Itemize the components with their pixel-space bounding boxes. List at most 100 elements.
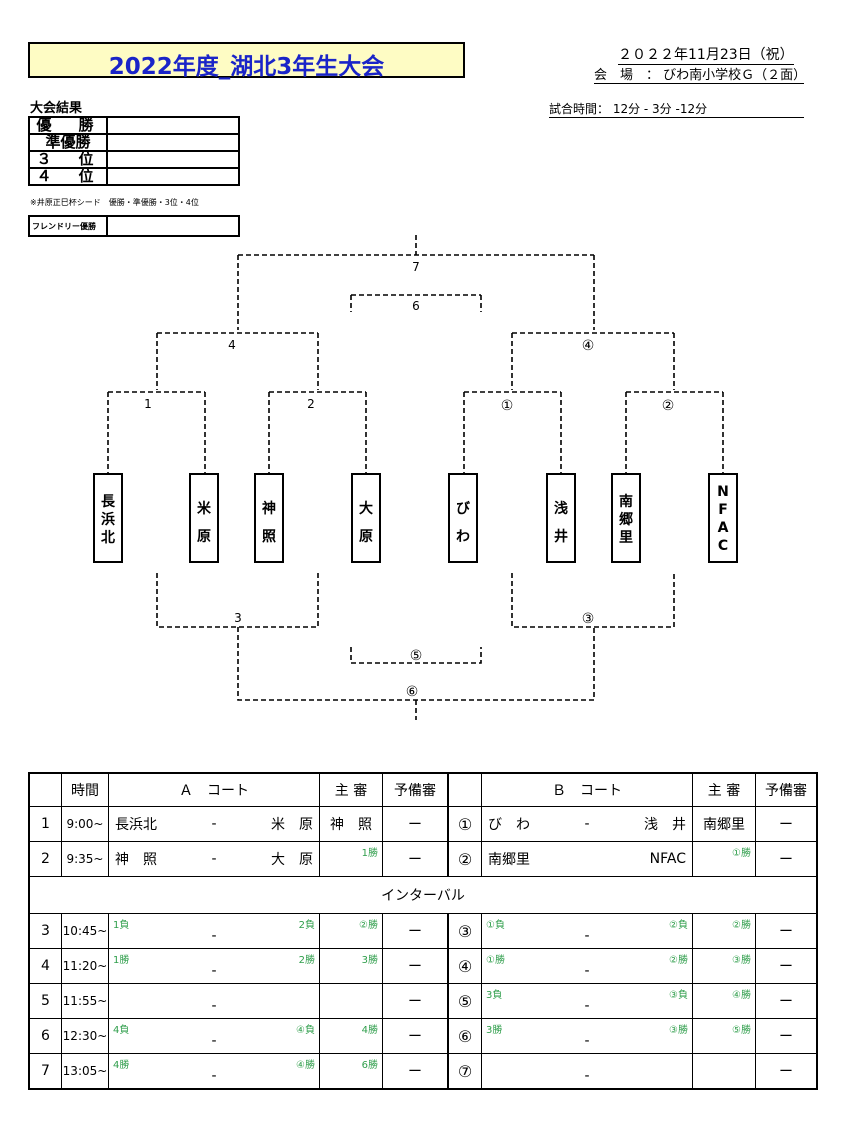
col-sub-ref-b: 予備審	[755, 772, 818, 807]
ref-a: 4勝	[319, 1018, 383, 1054]
match-label: 3	[234, 611, 242, 625]
match-b: -	[481, 1053, 693, 1090]
table-row: 3 10:45~ 1負-2負 ②勝 ー ③ ①負-②負 ②勝 ー	[28, 913, 818, 949]
match-label: 7	[412, 260, 420, 274]
result-label: ３ 位	[28, 150, 108, 169]
sub-ref-b: ー	[755, 983, 818, 1019]
ref-b	[692, 1053, 756, 1090]
team-box: 米原	[189, 473, 219, 563]
team-box: 長浜北	[93, 473, 123, 563]
result-label: 優 勝	[28, 116, 108, 135]
match-b: 3勝-③勝	[481, 1018, 693, 1054]
seed-note: ※井原正巳杯シード 優勝・準優勝・3位・4位	[30, 198, 199, 207]
row-time: 13:05~	[61, 1053, 109, 1090]
ref-b: ①勝	[692, 841, 756, 877]
results-table: 優 勝 準優勝 ３ 位 ４ 位	[28, 116, 240, 186]
match-label: ①	[501, 398, 514, 414]
match-no-b: ⑤	[447, 983, 482, 1019]
match-no-b: ⑦	[447, 1053, 482, 1090]
col-sub-ref: 予備審	[382, 772, 449, 807]
sub-ref-a: ー	[382, 948, 449, 984]
ref-b: ④勝	[692, 983, 756, 1019]
sub-ref-b: ー	[755, 1053, 818, 1090]
match-label: ⑤	[410, 648, 423, 664]
match-time: 試合時間： 12分 - 3分 -12分	[549, 100, 804, 118]
match-label: ②	[662, 398, 675, 414]
result-row: 優 勝	[28, 116, 240, 135]
interval-row: インターバル	[28, 876, 818, 914]
sub-ref-a: ー	[382, 841, 449, 877]
col-ref: 主 審	[319, 772, 383, 807]
match-no-b: ①	[447, 806, 482, 842]
row-time: 9:35~	[61, 841, 109, 877]
ref-a: 6勝	[319, 1053, 383, 1090]
team-box: 浅井	[546, 473, 576, 563]
team-box: 神照	[254, 473, 284, 563]
event-venue: 会 場 ： びわ南小学校Ｇ（２面）	[594, 64, 806, 84]
result-value	[106, 116, 240, 135]
table-row: 1 9:00~ 長浜北-米 原 神 照 ー ① び わ-浅 井 南郷里 ー	[28, 806, 818, 842]
match-label: ⑥	[406, 684, 419, 700]
sub-ref-b: ー	[755, 841, 818, 877]
result-value	[106, 133, 240, 152]
sub-ref-b: ー	[755, 1018, 818, 1054]
bracket-line	[463, 391, 562, 473]
team-box: 大原	[351, 473, 381, 563]
bracket-line	[268, 391, 367, 473]
row-number: 5	[28, 983, 62, 1019]
match-no-b: ⑥	[447, 1018, 482, 1054]
row-time: 9:00~	[61, 806, 109, 842]
result-label: ４ 位	[28, 167, 108, 186]
result-row: 準優勝	[28, 133, 240, 152]
bracket-line	[237, 627, 595, 720]
sub-ref-a: ー	[382, 983, 449, 1019]
match-label: ④	[582, 338, 595, 354]
col-time: 時間	[61, 772, 109, 807]
ref-b: 南郷里	[692, 806, 756, 842]
bracket-line	[625, 391, 724, 473]
col-court-a: Ａ コート	[108, 772, 320, 807]
page-title: 2022年度_湖北3年生大会	[108, 54, 385, 80]
match-a: 長浜北-米 原	[108, 806, 320, 842]
match-no-b: ③	[447, 913, 482, 949]
result-value	[106, 167, 240, 186]
sub-ref-a: ー	[382, 1053, 449, 1090]
match-label: 4	[228, 338, 236, 352]
row-number: 6	[28, 1018, 62, 1054]
bracket-line	[511, 573, 675, 628]
row-number: 2	[28, 841, 62, 877]
row-number: 3	[28, 913, 62, 949]
schedule-header: 時間 Ａ コート 主 審 予備審 Ｂ コート 主 審 予備審	[28, 772, 818, 807]
ref-b: ⑤勝	[692, 1018, 756, 1054]
table-row: 7 13:05~ 4勝-④勝 6勝 ー ⑦ - ー	[28, 1053, 818, 1090]
match-a: 4勝-④勝	[108, 1053, 320, 1090]
match-label: 2	[307, 397, 315, 411]
match-a: 1負-2負	[108, 913, 320, 949]
results-label: 大会結果	[30, 101, 83, 116]
sub-ref-a: ー	[382, 1018, 449, 1054]
sub-ref-b: ー	[755, 948, 818, 984]
table-row: 6 12:30~ 4負-④負 4勝 ー ⑥ 3勝-③勝 ⑤勝 ー	[28, 1018, 818, 1054]
event-date: ２０２２年11月23日（祝）	[618, 44, 794, 65]
result-row: ４ 位	[28, 167, 240, 186]
team-box: びわ	[448, 473, 478, 563]
sub-ref-a: ー	[382, 913, 449, 949]
match-b: ①負-②負	[481, 913, 693, 949]
sub-ref-a: ー	[382, 806, 449, 842]
match-a: 1勝-2勝	[108, 948, 320, 984]
match-b: び わ-浅 井	[481, 806, 693, 842]
sub-ref-b: ー	[755, 913, 818, 949]
row-time: 11:20~	[61, 948, 109, 984]
ref-a: 1勝	[319, 841, 383, 877]
col-court-b: Ｂ コート	[481, 772, 693, 807]
bracket-line	[237, 235, 595, 330]
result-value	[106, 150, 240, 169]
row-time: 11:55~	[61, 983, 109, 1019]
match-label: 1	[144, 397, 152, 411]
bracket-line	[350, 647, 482, 664]
ref-a	[319, 983, 383, 1019]
ref-a: 3勝	[319, 948, 383, 984]
